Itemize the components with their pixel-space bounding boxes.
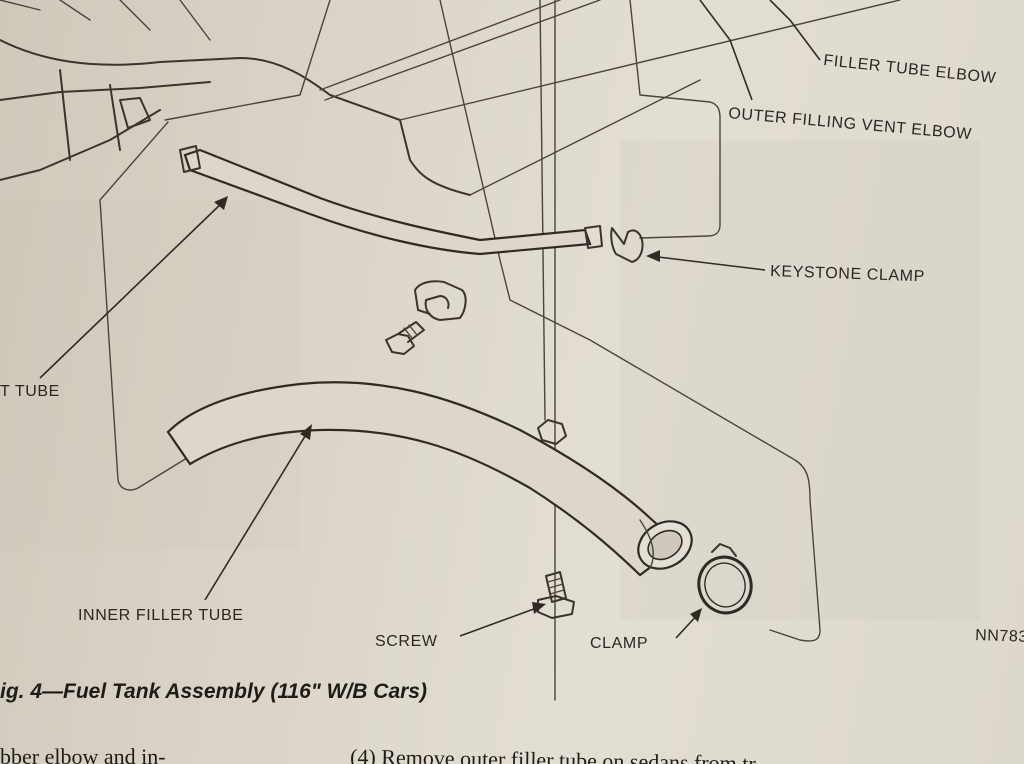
label-outer-filling-vent-elbow: OUTER FILLING VENT ELBOW <box>728 105 973 143</box>
small-clamp-part <box>414 280 467 321</box>
body-text-right-fragment: (4) Remove outer filler tube on sedans f… <box>350 744 757 764</box>
small-screw-part <box>385 321 425 355</box>
hose-clamp-part <box>697 543 753 615</box>
label-keystone-clamp: KEYSTONE CLAMP <box>770 263 925 285</box>
label-filler-tube-elbow: FILLER TUBE ELBOW <box>823 52 998 87</box>
label-vent-tube: T TUBE <box>0 383 60 400</box>
inner-filler-tube-part <box>166 381 693 577</box>
tube-clip-part <box>537 419 567 445</box>
tank-panel-outline <box>99 0 901 701</box>
leader-lines <box>39 0 821 639</box>
bleed-through-text <box>0 140 980 620</box>
screw-part <box>537 571 575 619</box>
label-inner-filler-tube: INNER FILLER TUBE <box>78 607 244 624</box>
fuel-tank-outline <box>0 0 471 196</box>
figure-caption: ig. 4—Fuel Tank Assembly (116" W/B Cars) <box>0 680 427 703</box>
figure-reference-code: NN783 <box>975 627 1024 646</box>
label-clamp: CLAMP <box>590 635 648 652</box>
body-text-left-fragment: bber elbow and in- <box>0 744 166 764</box>
keystone-clamp-part <box>610 227 644 263</box>
vent-tube <box>179 145 603 256</box>
label-screw: SCREW <box>375 633 438 650</box>
